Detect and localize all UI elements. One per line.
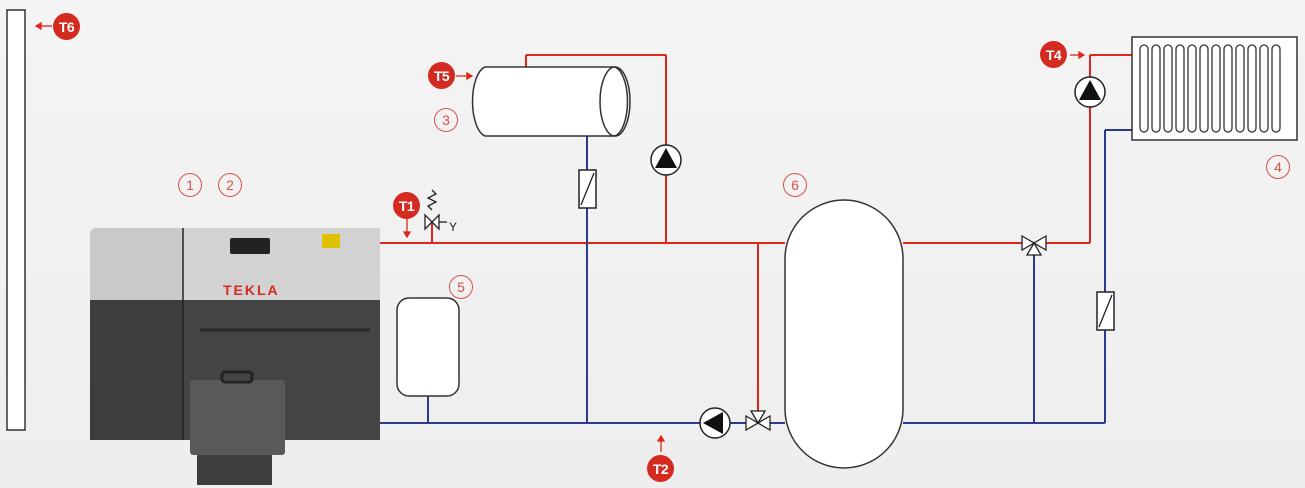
sensor-arrows: [34, 21, 1086, 452]
buffer-tank: [784, 199, 904, 469]
radiator: [1131, 36, 1298, 141]
pump-dhw: [650, 144, 682, 176]
component-number-3: 3: [434, 108, 458, 132]
fuel-feeder: [190, 380, 285, 455]
sensor-tag-t5: T5: [428, 62, 455, 89]
sensor-tag-t2: T2: [647, 455, 674, 482]
boiler-display: [230, 238, 270, 254]
pump-radiator: [1074, 76, 1106, 108]
three-way-valve-boiler: [745, 410, 771, 432]
outdoor-wall: [6, 9, 26, 431]
sensor-tag-t4: T4: [1040, 41, 1067, 68]
sensor-tag-t6: T6: [53, 13, 80, 40]
boiler-brand-logo: TEKLA: [223, 282, 280, 298]
check-valve-radiator: [1096, 291, 1115, 331]
component-number-4: 4: [1266, 155, 1290, 179]
component-number-1: 1: [178, 173, 202, 197]
check-valve-dhw: [578, 169, 597, 209]
safety-valve-label: Y: [449, 220, 458, 234]
component-number-2: 2: [218, 173, 242, 197]
component-number-6: 6: [783, 173, 807, 197]
return-pipes: [378, 129, 1132, 424]
boiler: [90, 228, 380, 485]
dhw-cylinder: [471, 66, 631, 137]
safety-valve: [424, 189, 447, 231]
expansion-vessel: [396, 297, 460, 397]
pump-boiler: [699, 407, 731, 439]
component-number-5: 5: [449, 275, 473, 299]
sensor-tag-t1: T1: [393, 192, 420, 219]
three-way-valve-radiator: [1021, 234, 1047, 256]
